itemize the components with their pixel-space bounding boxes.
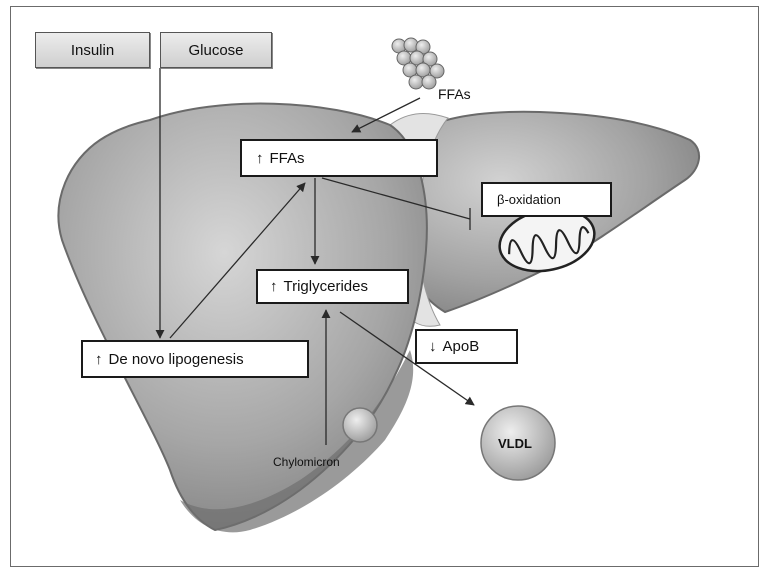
triglycerides-box-label: Triglycerides bbox=[284, 278, 368, 295]
glucose-box: Glucose bbox=[160, 32, 272, 68]
chylomicron-particle bbox=[343, 408, 377, 442]
vldl-label: VLDL bbox=[498, 436, 532, 451]
apob-box: ↓ ApoB bbox=[415, 329, 518, 364]
lipogenesis-box-label: De novo lipogenesis bbox=[109, 351, 244, 368]
ffas-box-label: FFAs bbox=[270, 150, 305, 167]
ffas-cluster-label: FFAs bbox=[438, 86, 471, 102]
ffas-box: ↑ FFAs bbox=[240, 139, 438, 177]
beta-oxidation-label: β-oxidation bbox=[497, 192, 561, 207]
triglycerides-box: ↑ Triglycerides bbox=[256, 269, 409, 304]
up-arrow-icon: ↑ bbox=[95, 351, 103, 368]
down-arrow-icon: ↓ bbox=[429, 338, 437, 355]
glucose-label: Glucose bbox=[188, 42, 243, 59]
up-arrow-icon: ↑ bbox=[270, 278, 278, 295]
lipogenesis-box: ↑ De novo lipogenesis bbox=[81, 340, 309, 378]
chylomicron-label: Chylomicron bbox=[273, 455, 340, 469]
apob-box-label: ApoB bbox=[443, 338, 480, 355]
ffa-cluster bbox=[392, 38, 444, 89]
beta-oxidation-box: β-oxidation bbox=[481, 182, 612, 217]
insulin-box: Insulin bbox=[35, 32, 150, 68]
up-arrow-icon: ↑ bbox=[256, 150, 264, 167]
insulin-label: Insulin bbox=[71, 42, 114, 59]
